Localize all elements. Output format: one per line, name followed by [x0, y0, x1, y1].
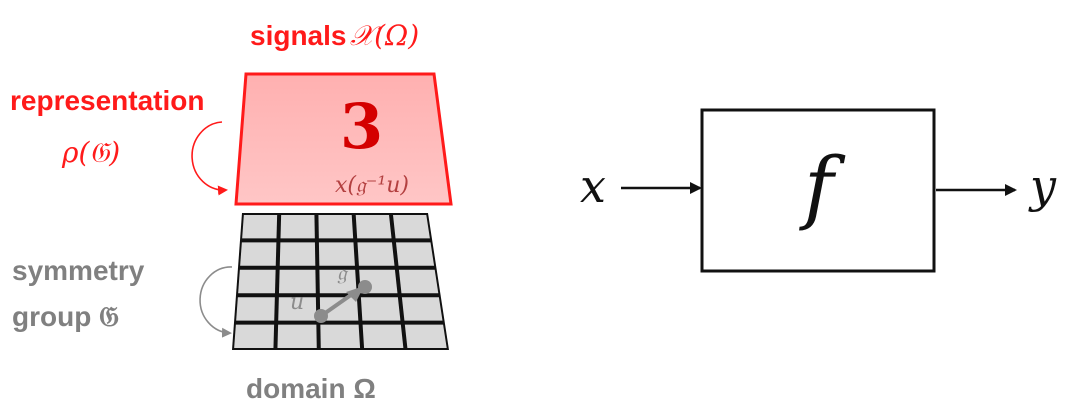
- symmetry-label-line2: group 𝔊: [12, 301, 119, 332]
- grid-cell: [319, 269, 357, 294]
- domain-grid: [232, 213, 449, 350]
- point-u-label: u: [290, 290, 304, 315]
- grid-cells: [234, 215, 447, 348]
- signal-function-label: x(𝔤⁻¹u): [335, 173, 409, 198]
- grid-cell: [393, 215, 430, 239]
- signal-plane: [234, 72, 453, 206]
- grid-cell: [404, 324, 447, 348]
- grid-cell: [355, 215, 392, 239]
- grid-cell: [277, 324, 317, 348]
- grid-cell: [279, 242, 316, 266]
- grid-cell: [357, 242, 395, 266]
- digit-three: 3: [340, 90, 383, 163]
- input-label: x: [580, 159, 606, 213]
- grid-cell: [319, 297, 359, 321]
- grid-cell: [362, 324, 404, 348]
- grid-cell: [238, 269, 276, 294]
- grid-cell: [398, 269, 439, 294]
- representation-arrow: [191, 121, 228, 196]
- grid-cell: [318, 215, 354, 239]
- symmetry-label-line1: symmetry: [12, 255, 145, 286]
- grid-cell: [320, 324, 361, 348]
- grid-cell: [278, 297, 317, 321]
- grid-cell: [401, 297, 443, 321]
- grid-cell: [240, 242, 277, 266]
- point-g-label: 𝔤: [337, 261, 349, 286]
- point-g-dot: [358, 280, 372, 294]
- grid-cell: [360, 297, 401, 321]
- grid-cell: [280, 215, 315, 239]
- grid-cell: [318, 242, 355, 266]
- group-action: u 𝔤: [290, 261, 372, 323]
- representation-label: representation: [10, 85, 205, 116]
- grid-cell: [242, 215, 278, 239]
- point-u-dot: [314, 309, 328, 323]
- function-box: [700, 108, 936, 273]
- domain-label: domain Ω: [246, 373, 376, 404]
- grid-cell: [234, 324, 275, 348]
- grid-cell: [395, 242, 435, 266]
- grid-cell: [236, 297, 275, 321]
- output-label: y: [1028, 159, 1057, 213]
- signals-title: signals 𝒳(Ω): [250, 19, 419, 52]
- representation-math: ρ(𝔊): [61, 136, 120, 169]
- signals-label: signals: [250, 20, 346, 51]
- grid-cell: [278, 269, 316, 294]
- signals-math: 𝒳(Ω): [350, 19, 419, 52]
- symmetry-arrow: [199, 266, 233, 338]
